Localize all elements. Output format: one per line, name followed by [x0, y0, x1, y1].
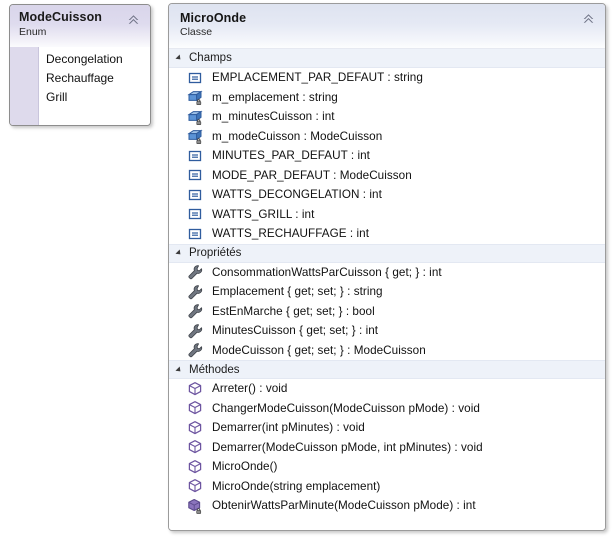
member-row[interactable]: m_emplacement : string	[169, 88, 605, 108]
member-row[interactable]: MINUTES_PAR_DEFAUT : int	[169, 146, 605, 166]
member-row[interactable]: MicroOnde()	[169, 457, 605, 477]
member-label: Demarrer(int pMinutes) : void	[212, 421, 365, 435]
member-label: MicroOnde()	[212, 460, 278, 474]
member-row[interactable]: MODE_PAR_DEFAUT : ModeCuisson	[169, 166, 605, 186]
member-label: WATTS_DECONGELATION : int	[212, 188, 382, 202]
enum-stereotype: Enum	[19, 26, 47, 38]
const-field-icon	[187, 187, 203, 203]
member-row[interactable]: WATTS_RECHAUFFAGE : int	[169, 224, 605, 244]
public-method-icon	[187, 400, 203, 416]
member-label: m_emplacement : string	[212, 90, 338, 104]
class-title: MicroOnde	[180, 11, 247, 25]
member-row[interactable]: WATTS_GRILL : int	[169, 205, 605, 225]
enum-shape-modecuisson[interactable]: ModeCuisson Enum Decongelation Rechauffa…	[9, 4, 151, 126]
member-label: EMPLACEMENT_PAR_DEFAUT : string	[212, 71, 423, 85]
member-row[interactable]: MinutesCuisson { get; set; } : int	[169, 321, 605, 341]
triangle-expanded-icon[interactable]	[175, 54, 183, 62]
member-row[interactable]: ModeCuisson { get; set; } : ModeCuisson	[169, 341, 605, 361]
member-label: EstEnMarche { get; set; } : bool	[212, 304, 375, 318]
member-row[interactable]: ChangerModeCuisson(ModeCuisson pMode) : …	[169, 399, 605, 419]
list-item[interactable]: Decongelation	[46, 52, 123, 66]
section-header-1[interactable]: Champs	[169, 49, 605, 68]
enum-body: Decongelation Rechauffage Grill	[10, 47, 150, 125]
property-icon	[187, 323, 203, 339]
member-label: MinutesCuisson { get; set; } : int	[212, 324, 379, 338]
private-field-icon	[187, 128, 203, 144]
chevron-double-up-icon[interactable]	[581, 12, 596, 25]
member-label: MicroOnde(string emplacement)	[212, 479, 381, 493]
const-field-icon	[187, 206, 203, 222]
member-label: MINUTES_PAR_DEFAUT : int	[212, 149, 370, 163]
class-stereotype: Classe	[180, 26, 213, 38]
member-row[interactable]: EstEnMarche { get; set; } : bool	[169, 302, 605, 322]
member-label: Arreter() : void	[212, 382, 288, 396]
member-label: ChangerModeCuisson(ModeCuisson pMode) : …	[212, 401, 480, 415]
const-field-icon	[187, 226, 203, 242]
member-row[interactable]: ObtenirWattsParMinute(ModeCuisson pMode)…	[169, 496, 605, 516]
member-label: Emplacement { get; set; } : string	[212, 285, 383, 299]
section-header-3[interactable]: Méthodes	[169, 360, 605, 379]
member-label: MODE_PAR_DEFAUT : ModeCuisson	[212, 168, 412, 182]
member-label: Demarrer(ModeCuisson pMode, int pMinutes…	[212, 440, 483, 454]
list-item[interactable]: Grill	[46, 90, 68, 104]
property-icon	[187, 284, 203, 300]
const-field-icon	[187, 167, 203, 183]
section-label: Méthodes	[189, 363, 240, 376]
private-field-icon	[187, 89, 203, 105]
triangle-expanded-icon[interactable]	[175, 249, 183, 257]
public-method-icon	[187, 381, 203, 397]
member-label: WATTS_RECHAUFFAGE : int	[212, 227, 369, 241]
private-field-icon	[187, 109, 203, 125]
member-label: ConsommationWattsParCuisson { get; } : i…	[212, 265, 442, 279]
public-method-icon	[187, 439, 203, 455]
member-label: ObtenirWattsParMinute(ModeCuisson pMode)…	[212, 499, 476, 513]
const-field-icon	[187, 148, 203, 164]
section-header-2[interactable]: Propriétés	[169, 243, 605, 263]
section-label: Propriétés	[189, 247, 242, 259]
class-header[interactable]: MicroOnde Classe	[169, 4, 605, 49]
member-row[interactable]: MicroOnde(string emplacement)	[169, 477, 605, 497]
member-row[interactable]: ConsommationWattsParCuisson { get; } : i…	[169, 263, 605, 283]
public-method-icon	[187, 478, 203, 494]
enum-title: ModeCuisson	[19, 10, 103, 24]
chevron-double-up-icon[interactable]	[126, 13, 141, 26]
member-label: ModeCuisson { get; set; } : ModeCuisson	[212, 343, 426, 357]
enum-member-list: Decongelation Rechauffage Grill	[39, 50, 150, 125]
property-icon	[187, 342, 203, 358]
member-row[interactable]: WATTS_DECONGELATION : int	[169, 185, 605, 205]
enum-left-strip	[10, 47, 39, 125]
enum-header[interactable]: ModeCuisson Enum	[10, 5, 150, 47]
list-item[interactable]: Rechauffage	[46, 71, 114, 85]
member-label: WATTS_GRILL : int	[212, 207, 315, 221]
member-row[interactable]: Emplacement { get; set; } : string	[169, 282, 605, 302]
public-method-icon	[187, 459, 203, 475]
member-label: m_minutesCuisson : int	[212, 110, 335, 124]
member-row[interactable]: Arreter() : void	[169, 379, 605, 399]
triangle-expanded-icon[interactable]	[175, 365, 183, 374]
member-row[interactable]: m_modeCuisson : ModeCuisson	[169, 127, 605, 147]
section-label: Champs	[189, 52, 232, 64]
member-row[interactable]: Demarrer(int pMinutes) : void	[169, 418, 605, 438]
member-label: m_modeCuisson : ModeCuisson	[212, 129, 383, 143]
private-method-icon	[187, 498, 203, 514]
property-icon	[187, 264, 203, 280]
public-method-icon	[187, 420, 203, 436]
property-icon	[187, 303, 203, 319]
const-field-icon	[187, 70, 203, 86]
member-row[interactable]: Demarrer(ModeCuisson pMode, int pMinutes…	[169, 438, 605, 458]
member-row[interactable]: EMPLACEMENT_PAR_DEFAUT : string	[169, 68, 605, 88]
member-row[interactable]: m_minutesCuisson : int	[169, 107, 605, 127]
